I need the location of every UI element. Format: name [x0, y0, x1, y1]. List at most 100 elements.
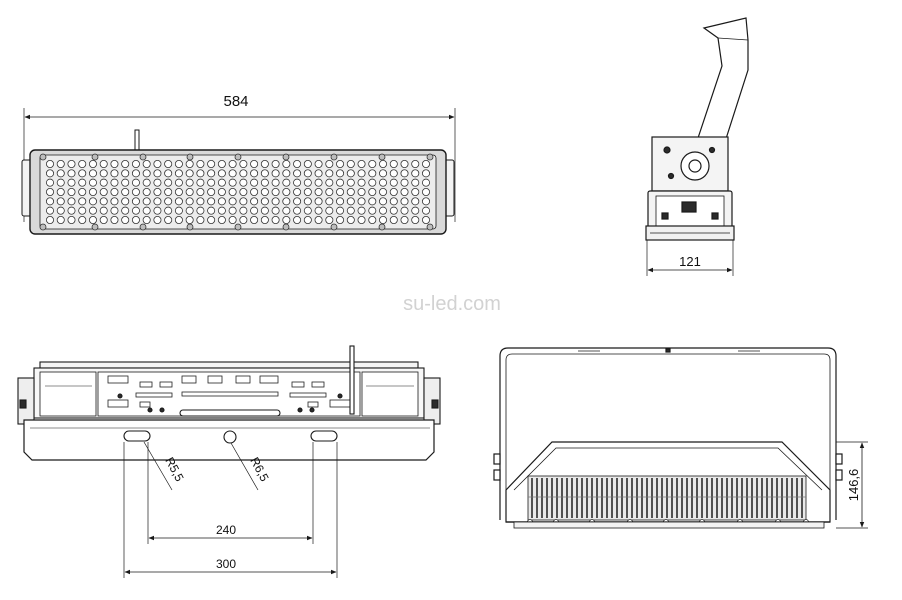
led-lens [228, 169, 237, 178]
led-lens [88, 159, 97, 168]
led-lens [421, 215, 430, 224]
led-lens [164, 187, 173, 196]
led-lens [131, 215, 140, 224]
led-lens [207, 197, 216, 206]
led-lens [217, 159, 226, 168]
bolt [117, 393, 123, 399]
led-lens [174, 178, 183, 187]
led-lens [368, 169, 377, 178]
screw [330, 153, 338, 161]
led-lens [303, 159, 312, 168]
led-lens [336, 159, 345, 168]
screw [91, 153, 99, 161]
led-lens [110, 187, 119, 196]
led-lens [196, 197, 205, 206]
led-lens [46, 169, 55, 178]
led-lens [196, 187, 205, 196]
led-lens [67, 206, 76, 215]
led-lens [217, 206, 226, 215]
led-lens [411, 187, 420, 196]
led-lens [185, 197, 194, 206]
screw [139, 223, 147, 231]
led-lens [153, 187, 162, 196]
led-lens [239, 215, 248, 224]
panel-detail [107, 375, 129, 384]
center-hole [223, 430, 237, 444]
led-lens [250, 187, 259, 196]
dimension-label-121: 121 [679, 254, 701, 269]
led-lens [421, 178, 430, 187]
led-lens [357, 178, 366, 187]
led-lens [174, 206, 183, 215]
led-lens [131, 206, 140, 215]
panel-detail [329, 399, 351, 408]
led-lens [56, 197, 65, 206]
led-lens [379, 159, 388, 168]
led-lens [121, 215, 130, 224]
led-lens [164, 197, 173, 206]
led-lens [400, 169, 409, 178]
led-lens [379, 169, 388, 178]
led-lens [282, 187, 291, 196]
led-lens [46, 197, 55, 206]
led-lens [99, 169, 108, 178]
led-lens [368, 187, 377, 196]
led-lens [153, 197, 162, 206]
screw [330, 223, 338, 231]
heatsink-fins [527, 478, 809, 525]
led-lens [110, 178, 119, 187]
led-lens [239, 187, 248, 196]
led-lens [153, 178, 162, 187]
led-lens [121, 178, 130, 187]
led-lens [185, 178, 194, 187]
led-lens [271, 169, 280, 178]
dimension-label-146-6: 146,6 [846, 469, 861, 502]
led-lens [282, 206, 291, 215]
led-lens [293, 178, 302, 187]
led-lens [228, 215, 237, 224]
panel-detail [207, 375, 223, 384]
led-lens [303, 197, 312, 206]
led-lens [99, 215, 108, 224]
led-lens [389, 169, 398, 178]
led-lens [67, 178, 76, 187]
led-grid [46, 159, 430, 224]
led-lens [411, 178, 420, 187]
led-lens [88, 187, 97, 196]
led-lens [153, 159, 162, 168]
led-lens [164, 178, 173, 187]
led-lens [421, 159, 430, 168]
led-lens [293, 159, 302, 168]
led-lens [88, 197, 97, 206]
led-lens [357, 187, 366, 196]
led-lens [46, 178, 55, 187]
led-lens [56, 159, 65, 168]
led-lens [217, 178, 226, 187]
led-lens [250, 206, 259, 215]
led-lens [142, 187, 151, 196]
led-lens [293, 169, 302, 178]
screw [378, 223, 386, 231]
panel-detail [139, 381, 153, 388]
led-lens [185, 187, 194, 196]
led-lens [411, 215, 420, 224]
led-lens [260, 169, 269, 178]
led-lens [217, 187, 226, 196]
led-lens [78, 215, 87, 224]
led-lens [174, 197, 183, 206]
dimension-label-240: 240 [216, 523, 236, 537]
led-lens [325, 169, 334, 178]
panel-detail [135, 392, 173, 398]
led-lens [379, 178, 388, 187]
led-lens [142, 206, 151, 215]
led-lens [379, 206, 388, 215]
panel-detail [291, 381, 305, 388]
led-lens [389, 215, 398, 224]
led-lens [421, 206, 430, 215]
led-lens [78, 197, 87, 206]
led-lens [217, 169, 226, 178]
led-lens [336, 206, 345, 215]
led-lens [400, 178, 409, 187]
led-lens [250, 197, 259, 206]
led-lens [357, 215, 366, 224]
